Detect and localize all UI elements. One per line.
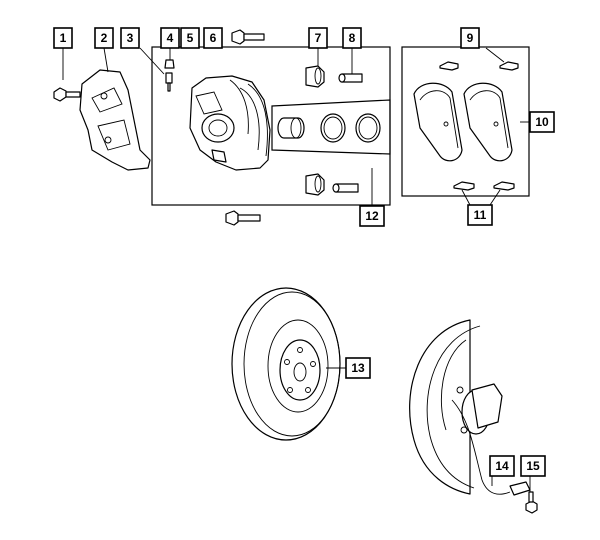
callout-5: 5 — [180, 27, 200, 49]
callout-2-label: 2 — [101, 31, 108, 45]
part-15-sensor-bolt — [525, 476, 538, 514]
callout-12-label: 12 — [365, 209, 379, 223]
part-6-guide-bolt-top — [231, 29, 265, 45]
callout-15: 15 — [520, 455, 546, 477]
callout-14-label: 14 — [495, 459, 509, 473]
part-3-bleeder-screw — [139, 47, 173, 92]
callout-4-label: 4 — [167, 31, 174, 45]
callout-1: 1 — [53, 27, 73, 49]
callout-10: 10 — [529, 111, 555, 133]
hub-assembly — [409, 319, 503, 495]
caliper-group-frame — [151, 46, 391, 206]
callout-1-label: 1 — [60, 31, 67, 45]
part-5-caliper-housing — [189, 75, 271, 171]
part-12-piston-seal-kit — [271, 99, 391, 155]
part-9-anti-rattle-clips — [439, 47, 519, 71]
callout-6: 6 — [203, 27, 223, 49]
callout-3: 3 — [120, 27, 140, 49]
callout-14: 14 — [489, 455, 515, 477]
callout-10-label: 10 — [535, 115, 549, 129]
callout-7-label: 7 — [315, 31, 322, 45]
part-4-bleeder-cap — [164, 48, 175, 69]
callout-8: 8 — [342, 27, 362, 49]
part-2-adapter-bracket — [79, 47, 151, 171]
callout-13-label: 13 — [351, 361, 365, 375]
part-7-guide-boot — [305, 48, 325, 196]
callout-4: 4 — [160, 27, 180, 49]
guide-bolt-lower — [225, 210, 261, 226]
callout-2: 2 — [94, 27, 114, 49]
part-13-brake-rotor — [231, 287, 346, 441]
callout-5-label: 5 — [187, 31, 194, 45]
callout-11: 11 — [467, 204, 493, 226]
callout-3-label: 3 — [127, 31, 134, 45]
callout-13: 13 — [345, 357, 371, 379]
callout-9-label: 9 — [467, 31, 474, 45]
callout-7: 7 — [308, 27, 328, 49]
callout-12: 12 — [359, 205, 385, 227]
part-8-guide-pin — [332, 48, 363, 193]
callout-9: 9 — [460, 27, 480, 49]
callout-11-label: 11 — [474, 208, 487, 222]
callout-8-label: 8 — [349, 31, 356, 45]
callout-15-label: 15 — [526, 459, 540, 473]
part-10-brake-pads — [413, 82, 513, 162]
part-1-bolt — [53, 48, 81, 102]
callout-6-label: 6 — [210, 31, 217, 45]
part-11-pad-clips — [453, 181, 515, 206]
